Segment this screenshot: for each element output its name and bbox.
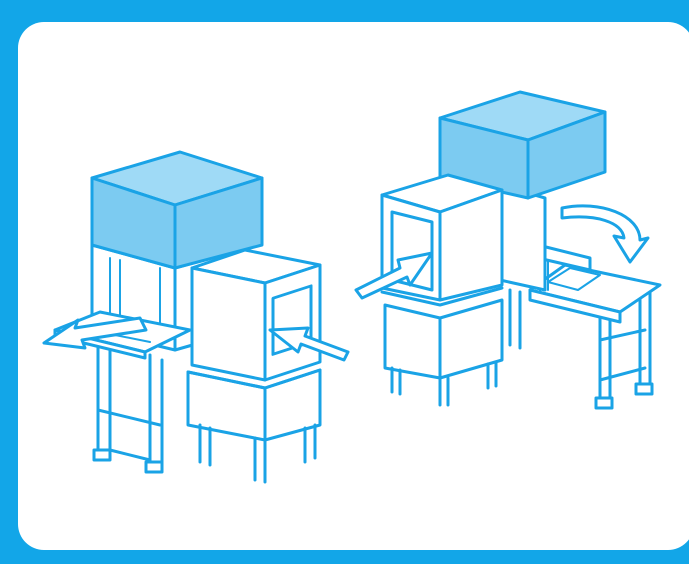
right-dishwasher-icon (356, 92, 660, 408)
right-cabinet (382, 175, 502, 405)
left-table-legs (94, 340, 162, 472)
left-dishwasher-icon (44, 152, 348, 482)
right-body (500, 185, 545, 348)
left-cabinet (188, 250, 320, 482)
left-hood (92, 152, 262, 268)
